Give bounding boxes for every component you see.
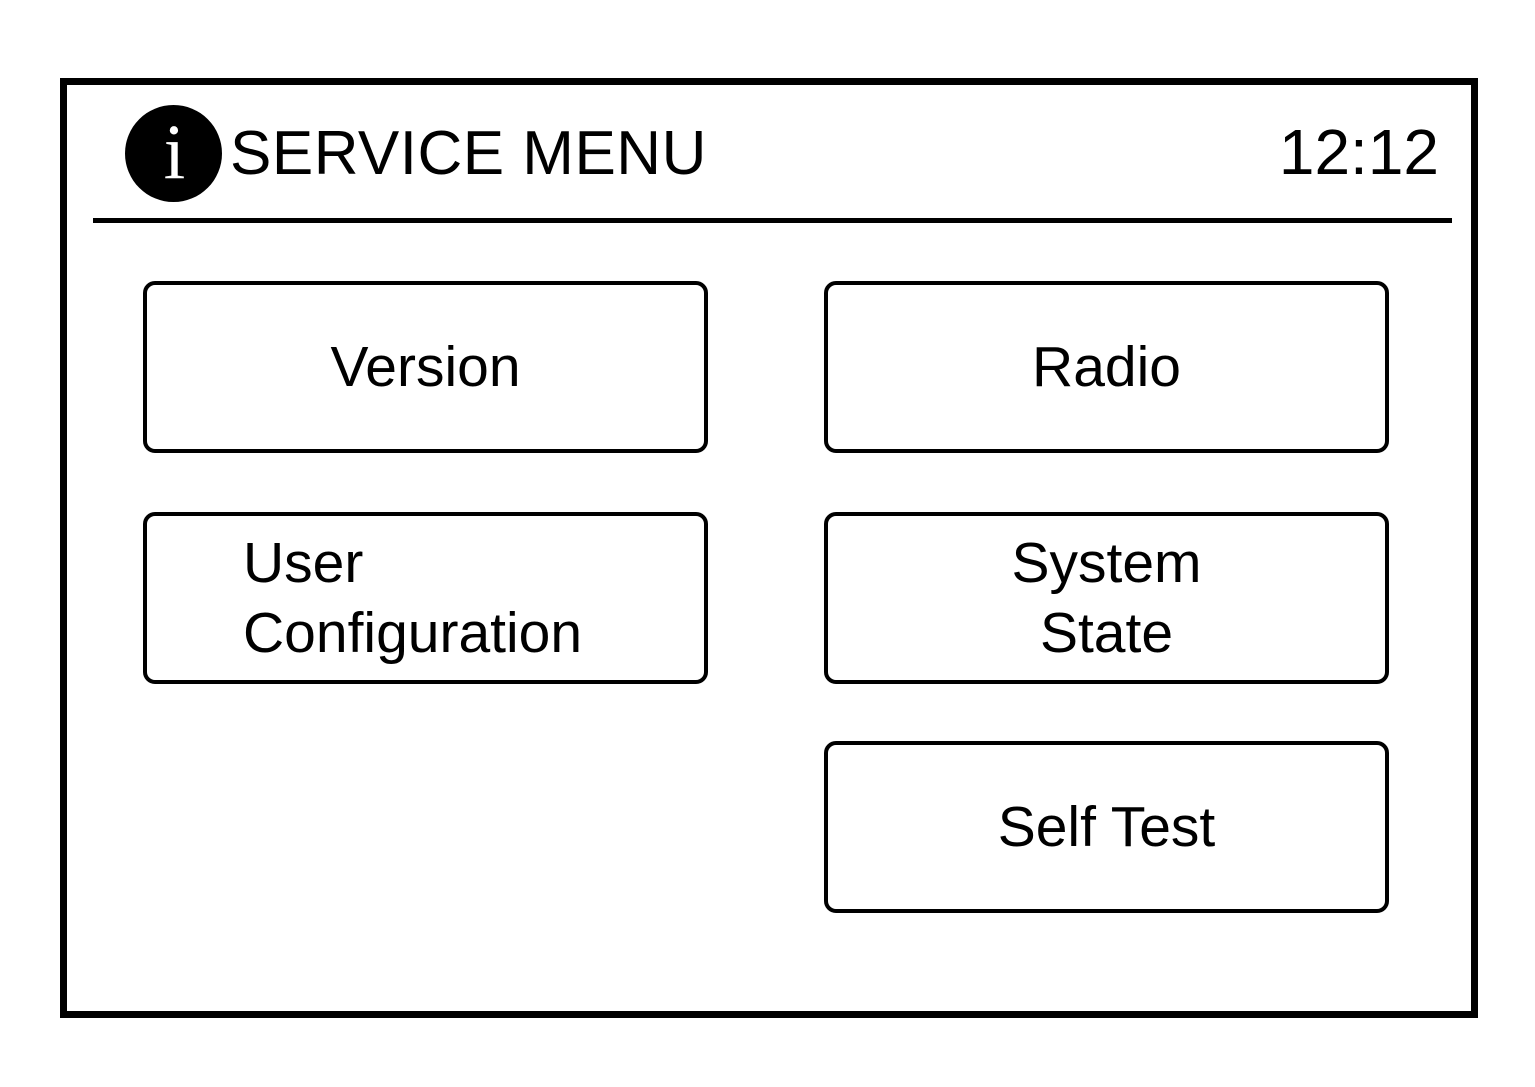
menu-button-user-configuration-label-line2: Configuration [243,601,583,665]
info-icon-glyph: i [163,107,186,195]
device-screen-frame: i SERVICE MENU 12:12 Version User Config… [60,78,1478,1018]
menu-button-radio-label: Radio [1032,335,1181,399]
menu-button-user-configuration[interactable]: User Configuration [143,512,708,684]
menu-button-version-label: Version [330,335,521,399]
menu-button-user-configuration-label-line1: User [243,531,364,595]
menu-button-self-test[interactable]: Self Test [824,741,1389,913]
menu-button-self-test-label: Self Test [997,795,1216,859]
menu-button-system-state-label-line1: System [1011,531,1202,595]
menu-button-version[interactable]: Version [143,281,708,453]
clock-display: 12:12 [1278,116,1439,188]
screen-header: i SERVICE MENU 12:12 [67,85,1471,227]
header-divider [93,218,1452,223]
menu-button-system-state-label-line2: State [1039,601,1174,665]
info-icon: i [125,105,222,202]
menu-grid: Version User Configuration Radio System … [67,227,1471,1011]
menu-button-system-state[interactable]: System State [824,512,1389,684]
menu-button-radio[interactable]: Radio [824,281,1389,453]
page-title: SERVICE MENU [230,119,707,188]
